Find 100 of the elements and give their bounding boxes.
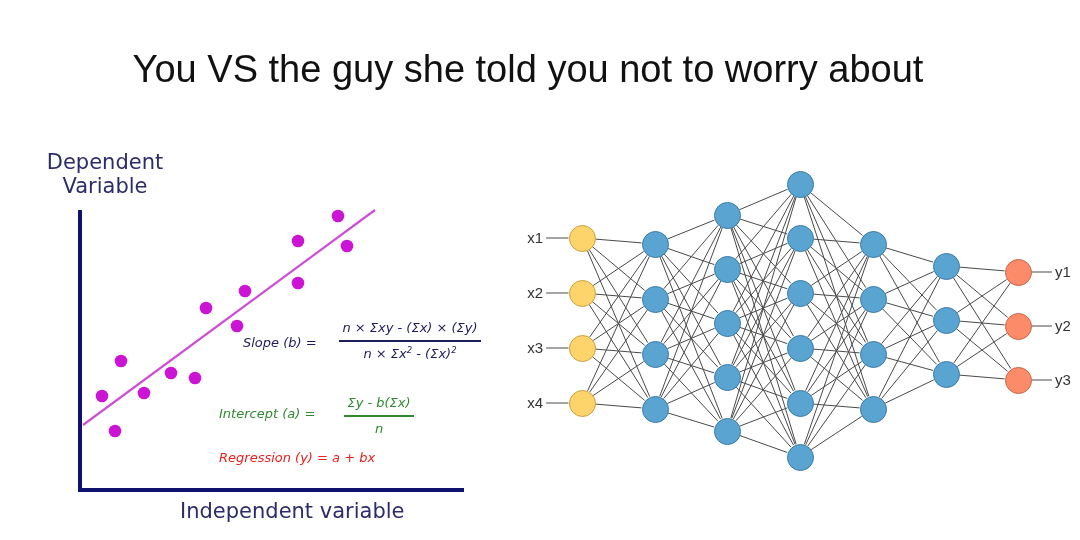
neuron-circle [786,389,814,417]
connection-line [545,237,569,239]
connection-line [881,329,938,400]
neuron-circle [568,334,596,362]
connection-line [733,226,794,337]
connection-line [663,332,719,400]
connection-line [803,196,870,397]
connection-line [812,403,861,409]
neuron-circle [1004,366,1032,394]
connection-line [806,303,867,399]
connection-line [594,348,643,354]
connection-line [884,325,935,349]
connection-line [812,293,861,299]
connection-line [958,374,1006,380]
connection-line [807,309,866,393]
neuron-circle [713,255,741,283]
connection-line [667,247,715,266]
connection-line [659,227,723,397]
connection-line [730,196,797,419]
connection-line [735,247,792,314]
connection-line [805,310,868,446]
neuron-circle [786,443,814,471]
connection-line [735,193,792,260]
connection-line [1031,271,1053,273]
neuron-circle [568,389,596,417]
connection-line [666,273,716,295]
connection-line [739,297,788,319]
connection-line [884,271,935,294]
connection-line [804,195,869,343]
connection-line [731,250,796,419]
connection-line [738,242,789,265]
neuron-circle [786,170,814,198]
connection-line [735,357,792,422]
neuron-circle [932,360,960,388]
connection-line [810,415,863,451]
connection-line [732,249,795,366]
neuron-circle [713,417,741,445]
neuron-circle [568,224,596,252]
connection-line [594,238,643,244]
connection-line [807,364,866,447]
neuron-circle [641,285,669,313]
connection-line [667,219,715,240]
meme-title: You VS the guy she told you not to worry about [132,47,924,92]
connection-line [812,238,861,244]
connection-line [731,196,796,365]
connection-line [809,192,864,236]
connection-line [545,292,569,294]
connection-line [588,248,649,344]
connection-line [545,347,569,349]
connection-line [735,224,792,284]
connection-line [732,195,795,312]
connection-line [885,357,934,371]
neuron-circle [859,285,887,313]
connection-line [884,379,935,404]
neuron-circle [1004,312,1032,340]
connection-line [589,254,648,338]
connection-line [738,188,789,211]
connection-line [878,277,941,398]
neuron-circle [713,309,741,337]
connection-line [594,403,643,409]
connection-line [731,281,796,445]
connection-line [730,227,797,445]
connection-line [667,412,715,428]
connection-line [1031,325,1053,327]
connection-line [732,334,795,446]
connection-line [588,303,649,399]
connection-line [667,302,715,320]
connection-line [663,253,719,314]
connection-line [659,256,723,419]
connection-line [663,308,719,368]
connection-line [731,227,796,391]
connection-line [958,320,1006,326]
connection-line [545,402,569,404]
neuron-circle [713,363,741,391]
connection-line [739,326,788,345]
neuron-circle [641,340,669,368]
connection-line [663,224,719,290]
connection-line [735,386,792,448]
connection-line [885,302,934,317]
connection-line [958,266,1006,272]
neuron-circle [932,252,960,280]
neuron-circle [859,340,887,368]
connection-line [806,194,867,289]
neuron-circle [786,279,814,307]
connection-line [952,276,1012,370]
neuron-circle [713,201,741,229]
connection-line [879,255,940,363]
connection-line [660,280,722,398]
x-axis-title: Independent variable [180,499,405,523]
neuron-circle [641,230,669,258]
connection-line [594,293,643,299]
connection-line [735,302,792,368]
connection-line [739,407,788,427]
neuron-circle [568,279,596,307]
connection-line [666,382,716,404]
neuron-circle [641,395,669,423]
connection-line [1031,379,1053,381]
connection-line [732,304,795,420]
connection-line [660,310,722,420]
connection-line [739,272,788,290]
